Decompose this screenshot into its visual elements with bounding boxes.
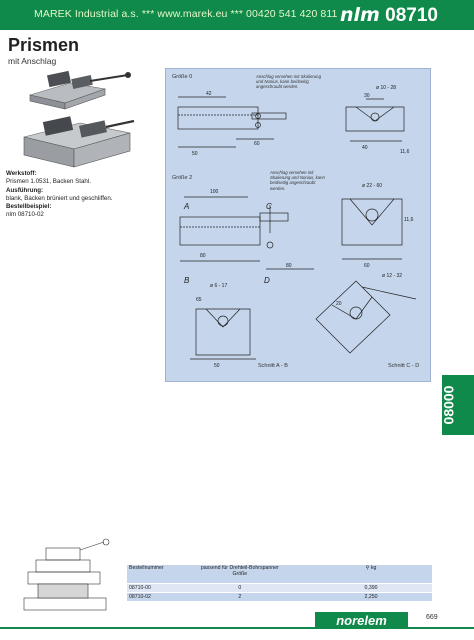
cell-order: 08710-02 (127, 592, 195, 601)
material-label: Werkstoff: (6, 170, 37, 177)
cell-weight: 0,390 (309, 583, 432, 593)
cell-empty (285, 592, 310, 601)
cell-empty (285, 583, 310, 593)
specification-text: Werkstoff: Prismen 1.0531, Backen Stahl.… (6, 170, 126, 220)
product-photo-small (28, 70, 131, 110)
cell-weight: 2,250 (309, 592, 432, 601)
drawing-lines: 42 50 60 40 30 100 80 80 60 50 ø 10 - 28… (177, 85, 417, 369)
dim-11-6a: 11,6 (400, 149, 410, 155)
col-size: passend für Drehteil-Bohrspanner Größe (194, 565, 286, 584)
dim-60b: 60 (364, 263, 370, 269)
product-photo-large (23, 116, 135, 168)
cell-size: 2 (194, 592, 286, 601)
table-header-row: Bestellnummer passend für Drehteil-Bohrs… (127, 565, 432, 584)
dim-dia-6-17: ø 6 - 17 (210, 283, 227, 289)
dim-dia-22-60: ø 22 - 60 (362, 183, 382, 189)
dim-40: 40 (362, 145, 368, 151)
table-row: 08710-00 0 0,390 (127, 583, 432, 593)
dim-dia-12-32: ø 12 - 32 (382, 273, 402, 279)
cell-order: 08710-00 (127, 583, 195, 593)
dim-80a: 80 (200, 253, 206, 259)
material-value: Prismen 1.0531, Backen Stahl. (6, 178, 91, 186)
product-code: nlm 08710 (340, 4, 438, 27)
section-tab-label: 08000 (440, 385, 457, 425)
mark-d: D (264, 276, 270, 285)
dim-20: 20 (336, 301, 342, 307)
mark-a: A (183, 202, 189, 211)
col-empty (285, 565, 310, 584)
size0-label: Größe 0 (172, 74, 193, 80)
col-order-number: Bestellnummer (127, 565, 195, 584)
technical-drawing-panel: Größe 0 Größe 2 Anschlag versehen mit Sk… (165, 68, 431, 382)
dim-65: 65 (196, 297, 202, 303)
page-subtitle: mit Anschlag (8, 56, 57, 66)
order-table: Bestellnummer passend für Drehteil-Bohrs… (127, 565, 432, 601)
mark-b: B (184, 276, 190, 285)
section-tab: 08000 (440, 375, 474, 435)
header-bar: MAREK Industrial a.s. *** www.marek.eu *… (0, 0, 474, 30)
dim-dia-10-28: ø 10 - 28 (376, 85, 396, 91)
size2-label: Größe 2 (172, 175, 193, 181)
dim-50b: 50 (214, 363, 220, 369)
company-line: MAREK Industrial a.s. *** www.marek.eu *… (34, 8, 338, 20)
dim-100: 100 (210, 189, 219, 195)
footer-divider (0, 627, 474, 629)
dim-30: 30 (364, 93, 370, 99)
section-ab-label: Schnitt A - B (258, 363, 288, 369)
finish-value: blank, Backen brüniert und geschliffen. (6, 194, 113, 202)
order-example-label: Bestellbeispiel: (6, 203, 52, 211)
code-number: 08710 (385, 5, 438, 26)
cell-size: 0 (194, 583, 286, 593)
drill-jig-drawing (23, 538, 110, 611)
dim-11-6b: 11,6 (404, 217, 414, 223)
mark-c: C (266, 202, 272, 211)
scale-note-top: Anschlag versehen mit Skalierung und Non… (256, 74, 321, 90)
brand-prefix: nlm (340, 4, 380, 26)
norelem-logo: norelem (315, 612, 408, 629)
dim-60: 60 (254, 141, 260, 147)
table-row: 08710-02 2 2,250 (127, 592, 432, 601)
scale-note-mid: Anschlag versehen mit Skalierung und Non… (270, 170, 325, 191)
section-cd-label: Schnitt C - D (388, 363, 420, 369)
dim-80b: 80 (286, 263, 292, 269)
order-example-value: nlm 08710-02 (6, 211, 44, 219)
dim-50: 50 (192, 151, 198, 157)
dim-42: 42 (206, 91, 212, 97)
page-number: 669 (426, 614, 438, 621)
page-title: Prismen (8, 35, 80, 55)
col-weight-label: kg (370, 565, 377, 571)
finish-label: Ausführung: (6, 186, 44, 194)
col-weight: ⚲ kg (309, 565, 432, 584)
weight-icon: ⚲ (365, 565, 370, 571)
